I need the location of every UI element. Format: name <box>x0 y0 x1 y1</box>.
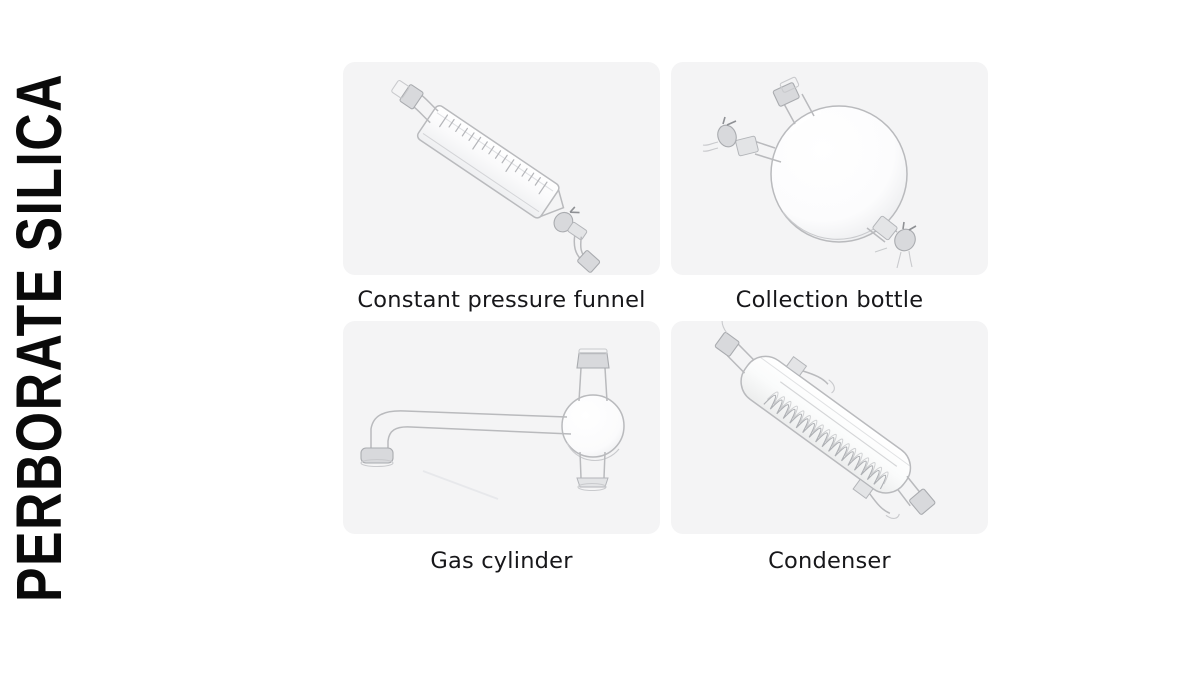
spiral-coil <box>763 381 898 490</box>
top-ground-joint <box>576 348 610 401</box>
collection-bottle-photo <box>702 76 917 269</box>
left-inlet-joint <box>714 320 755 374</box>
product-cell-gas-cylinder[interactable]: Gas cylinder <box>343 320 660 574</box>
product-grid: Constant pressure funnel <box>343 62 988 574</box>
constant-pressure-funnel-photo <box>391 80 601 273</box>
lower-stopcock-valve <box>866 215 917 269</box>
page-title: PERBORATE SILICA <box>0 0 80 675</box>
side-arm-tube <box>360 409 572 467</box>
product-caption: Constant pressure funnel <box>357 287 646 313</box>
constant-pressure-funnel-card[interactable] <box>343 62 660 275</box>
product-cell-condenser[interactable]: Condenser <box>671 320 988 574</box>
product-caption: Condenser <box>768 547 891 574</box>
product-cell-collection-bottle[interactable]: Collection bottle <box>671 62 988 313</box>
top-neck-joint <box>772 76 815 125</box>
collection-bottle-card[interactable] <box>671 62 988 275</box>
gas-cylinder-card[interactable] <box>343 320 660 534</box>
lower-hose-connector <box>852 478 900 519</box>
product-cell-constant-pressure-funnel[interactable]: Constant pressure funnel <box>343 62 660 313</box>
gas-cylinder-photo <box>360 348 625 500</box>
condenser-card[interactable] <box>671 320 988 534</box>
bottom-ground-joint <box>576 451 609 491</box>
page-title-text: PERBORATE SILICA <box>4 73 76 602</box>
right-outlet-joint <box>896 475 936 515</box>
upper-stopcock-valve <box>702 116 782 163</box>
upper-hose-connector <box>785 355 835 394</box>
product-caption: Gas cylinder <box>430 547 573 574</box>
graduation-marks <box>439 114 548 195</box>
product-caption: Collection bottle <box>735 287 924 313</box>
condenser-photo <box>714 320 936 519</box>
